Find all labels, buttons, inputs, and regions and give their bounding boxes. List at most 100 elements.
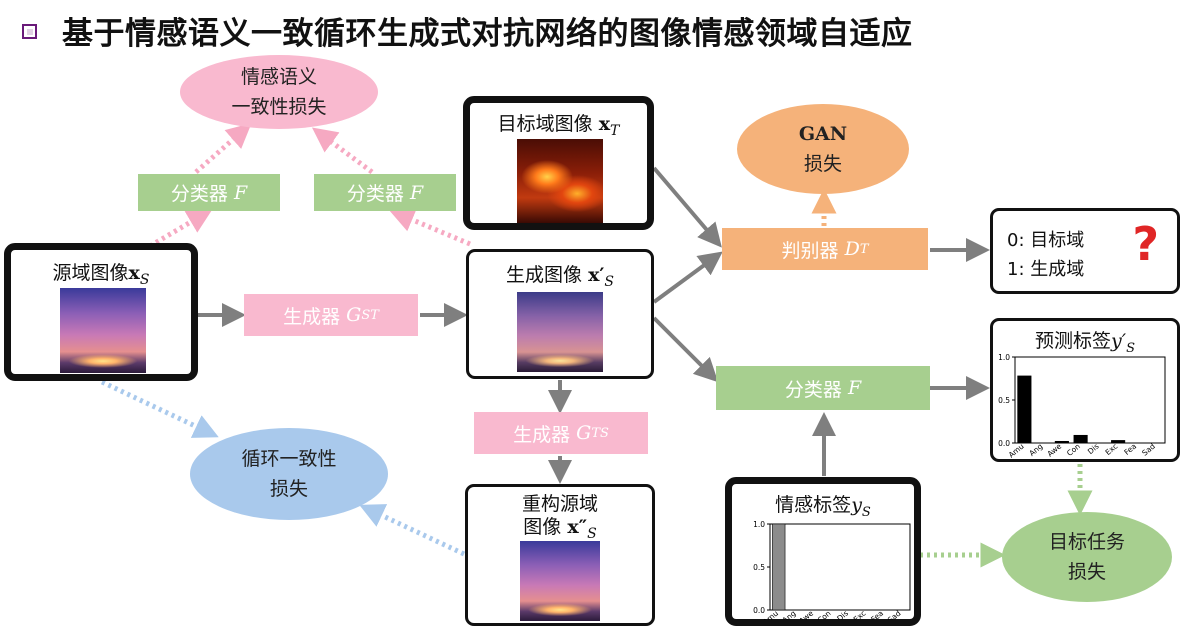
chart-x-tick-label: Awe <box>1045 441 1063 458</box>
generator-st-symbol: G <box>346 304 362 326</box>
generated-image-sub: S <box>604 273 614 290</box>
generator-ts-sub: TS <box>591 425 609 441</box>
chart-x-tick-label: Dis <box>835 609 850 620</box>
semantic-loss-line1: 情感语义 <box>240 66 317 88</box>
discriminator-label: 判别器 <box>781 239 839 262</box>
chart-bar-amu <box>772 523 786 611</box>
reconstructed-image-line1: 重构源域 <box>521 493 598 515</box>
target-image-symbol: x <box>598 113 611 135</box>
discriminator-output-box: 0: 目标域 1: 生成域 ? <box>990 208 1180 294</box>
classifier-left-label: 分类器 <box>170 183 228 205</box>
chart-y-tick-label: 0.0 <box>998 439 1010 448</box>
generator-ts-symbol: G <box>576 422 592 444</box>
chart-y-tick-label: 0.5 <box>753 563 765 572</box>
gan-loss-line2: 损失 <box>803 153 842 175</box>
output-target-domain: 0: 目标域 <box>1007 230 1085 251</box>
chart-x-tick-label: Ang <box>1027 441 1044 457</box>
source-image-photo <box>60 288 146 373</box>
chart-bar-con <box>1073 434 1088 444</box>
chart-x-tick-label: Fea <box>869 609 885 620</box>
classifier-mid: 分类器 F <box>314 174 456 211</box>
chart-y-tick-label: 1.0 <box>753 520 765 529</box>
emotion-label-title: 情感标签 <box>775 494 852 516</box>
chart-plot-frame <box>1014 356 1166 444</box>
predicted-label-sub: S <box>1126 340 1135 356</box>
chart-x-tick-label: Exc <box>1104 442 1120 457</box>
chart-bar-amu <box>1017 375 1032 444</box>
arrow-classifier-left-to-semantic-loss <box>194 123 252 174</box>
semantic-consistency-loss: 情感语义 一致性损失 <box>180 55 378 129</box>
chart-y-tick-label: 1.0 <box>998 353 1010 362</box>
target-image-box: 目标域图像 xT <box>463 96 654 230</box>
predicted-label-title: 预测标签 <box>1035 330 1112 352</box>
chart-x-tick-label: Ang <box>781 608 798 620</box>
target-task-loss: 目标任务 损失 <box>1002 512 1172 602</box>
classifier-mid-symbol: F <box>409 181 424 204</box>
chart-x-tick-label: Fea <box>1122 442 1138 457</box>
classifier-right-symbol: F <box>847 377 862 399</box>
arrow-target-to-discriminator <box>652 166 722 248</box>
target-image-label: 目标域图像 <box>497 113 593 135</box>
generator-st-label: 生成器 <box>283 305 341 328</box>
target-loss-line1: 目标任务 <box>1048 531 1125 553</box>
arrow-classifier-mid-to-semantic-loss <box>311 127 374 175</box>
output-generated-domain: 1: 生成域 <box>1007 259 1085 280</box>
chart-y-tick-label: 0.5 <box>998 396 1010 405</box>
generated-image-label: 生成图像 <box>506 264 583 286</box>
classifier-right: 分类器 F <box>716 366 930 410</box>
generated-image-symbol: x′ <box>588 264 605 286</box>
classifier-left: 分类器 F <box>138 174 280 211</box>
arrow-source-to-cycle-loss <box>100 379 219 438</box>
cycle-loss-line2: 损失 <box>269 478 308 500</box>
cycle-consistency-loss: 循环一致性 损失 <box>190 428 388 520</box>
reconstructed-image-photo <box>520 541 600 621</box>
source-image-label: 源域图像 <box>52 262 129 284</box>
arrow-source-to-classifier-left <box>148 209 213 249</box>
chart-x-tick-label: Exc <box>852 609 868 620</box>
arrow-generated-to-classifier-right <box>652 316 719 383</box>
chart-x-tick-label: Amu <box>761 608 780 620</box>
chart-plot-frame <box>769 523 911 611</box>
source-image-symbol: x <box>128 262 140 284</box>
arrow-generated-to-classifier-mid <box>389 208 471 247</box>
target-image-photo <box>517 139 603 223</box>
classifier-right-label: 分类器 <box>784 378 842 401</box>
generated-image-photo <box>517 292 603 372</box>
target-loss-line2: 损失 <box>1067 561 1106 583</box>
reconstructed-image-sub: S <box>587 525 597 542</box>
target-image-sub: T <box>610 122 620 139</box>
chart-x-tick-label: Sad <box>1140 441 1157 457</box>
chart-bar-awe <box>1054 440 1069 444</box>
semantic-loss-line2: 一致性损失 <box>231 96 327 118</box>
slide-title: 基于情感语义一致循环生成式对抗网络的图像情感领域自适应 <box>62 16 913 52</box>
classifier-mid-label: 分类器 <box>346 183 404 205</box>
arrow-generated-to-discriminator <box>652 251 723 304</box>
reconstructed-image-line2: 图像 <box>523 516 562 538</box>
chart-x-tick-label: Awe <box>797 608 815 620</box>
chart-y-tick-label: 0.0 <box>753 606 765 615</box>
reconstructed-image-box: 重构源域 图像 x″S <box>465 484 655 626</box>
question-mark-icon: ? <box>1132 217 1159 271</box>
generator-st-sub: ST <box>361 307 379 323</box>
predicted-label-symbol: y′ <box>1111 330 1127 352</box>
generator-ts-label: 生成器 <box>513 423 571 446</box>
source-image-box: 源域图像xS <box>4 243 198 381</box>
title-bullet-icon <box>22 24 37 39</box>
chart-x-tick-label: Con <box>1065 441 1082 457</box>
gan-loss-line1: GAN <box>798 123 848 145</box>
chart-x-tick-label: Dis <box>1086 442 1101 457</box>
chart-x-tick-label: Con <box>816 608 833 620</box>
generated-image-box: 生成图像 x′S <box>466 249 654 379</box>
reconstructed-image-symbol: x″ <box>567 516 588 538</box>
chart-x-tick-label: Sad <box>886 608 903 620</box>
gan-loss: GAN 损失 <box>737 104 909 194</box>
classifier-left-symbol: F <box>233 181 248 204</box>
